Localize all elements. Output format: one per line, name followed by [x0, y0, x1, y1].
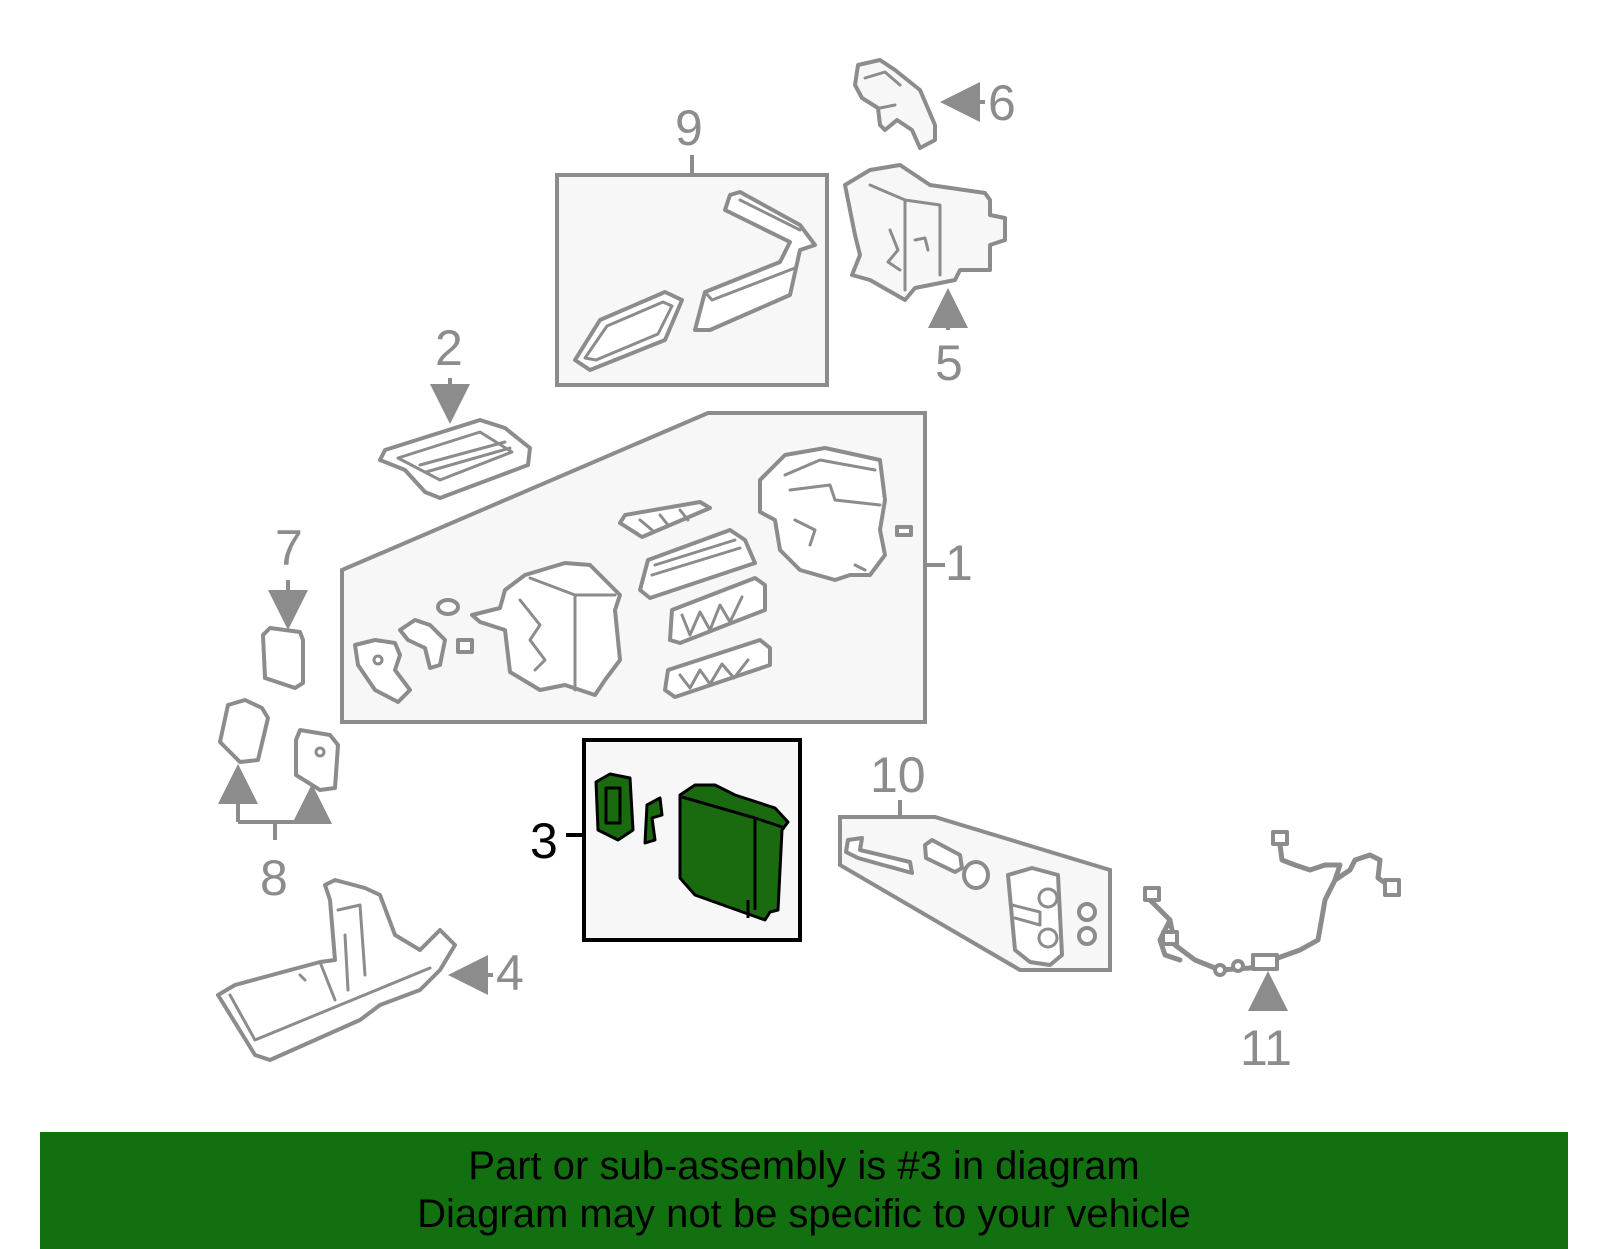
callout-5: 5 [935, 335, 963, 391]
part-8-sensor-b[interactable] [294, 728, 340, 792]
leader-8 [218, 764, 332, 840]
callout-4: 4 [496, 945, 524, 1001]
callout-8: 8 [260, 850, 288, 906]
part-10-pin[interactable] [923, 838, 964, 874]
part-10-knob[interactable] [1006, 866, 1064, 967]
part-4[interactable] [216, 878, 457, 1062]
part-3-knob-cover[interactable] [594, 772, 635, 842]
callout-6: 6 [988, 75, 1016, 131]
part-7[interactable] [261, 626, 305, 690]
info-banner: Part or sub-assembly is #3 in diagram Di… [40, 1132, 1568, 1249]
part-1-link[interactable] [398, 618, 447, 670]
part-1-upper-case[interactable] [758, 446, 913, 582]
callout-9: 9 [675, 100, 703, 156]
part-8-sensor-a[interactable] [218, 698, 270, 764]
part-1-duct[interactable] [638, 528, 757, 600]
part-10-washer[interactable] [962, 860, 990, 890]
callout-11: 11 [1240, 1020, 1292, 1076]
part-1-small-parts[interactable] [436, 598, 474, 654]
part-3-control-module[interactable] [678, 783, 790, 922]
callout-3: 3 [530, 813, 558, 869]
part-1-filter-door[interactable] [618, 500, 712, 539]
part-5[interactable] [843, 163, 1007, 302]
part-10-grommets[interactable] [1077, 902, 1097, 946]
part-1-door-b[interactable] [663, 638, 772, 699]
callout-10: 10 [870, 747, 926, 803]
part-9-heater-core[interactable] [693, 190, 817, 332]
callout-2: 2 [435, 320, 463, 376]
part-1-lower-case[interactable] [470, 561, 622, 697]
part-9-evaporator-core[interactable] [573, 290, 684, 372]
part-6[interactable] [853, 58, 937, 150]
part-10-bolt[interactable] [844, 836, 914, 875]
banner-line-2: Diagram may not be specific to your vehi… [417, 1192, 1191, 1236]
part-11-wiring-harness[interactable] [1143, 830, 1401, 977]
part-2[interactable] [378, 418, 532, 500]
assembly-box-10 [838, 815, 1112, 972]
part-3-clip[interactable] [643, 796, 664, 845]
callout-1: 1 [945, 535, 973, 591]
part-1-door-a[interactable] [668, 576, 767, 645]
callout-7: 7 [275, 520, 303, 576]
banner-line-1: Part or sub-assembly is #3 in diagram [468, 1144, 1140, 1188]
part-1-actuator[interactable] [353, 638, 412, 704]
